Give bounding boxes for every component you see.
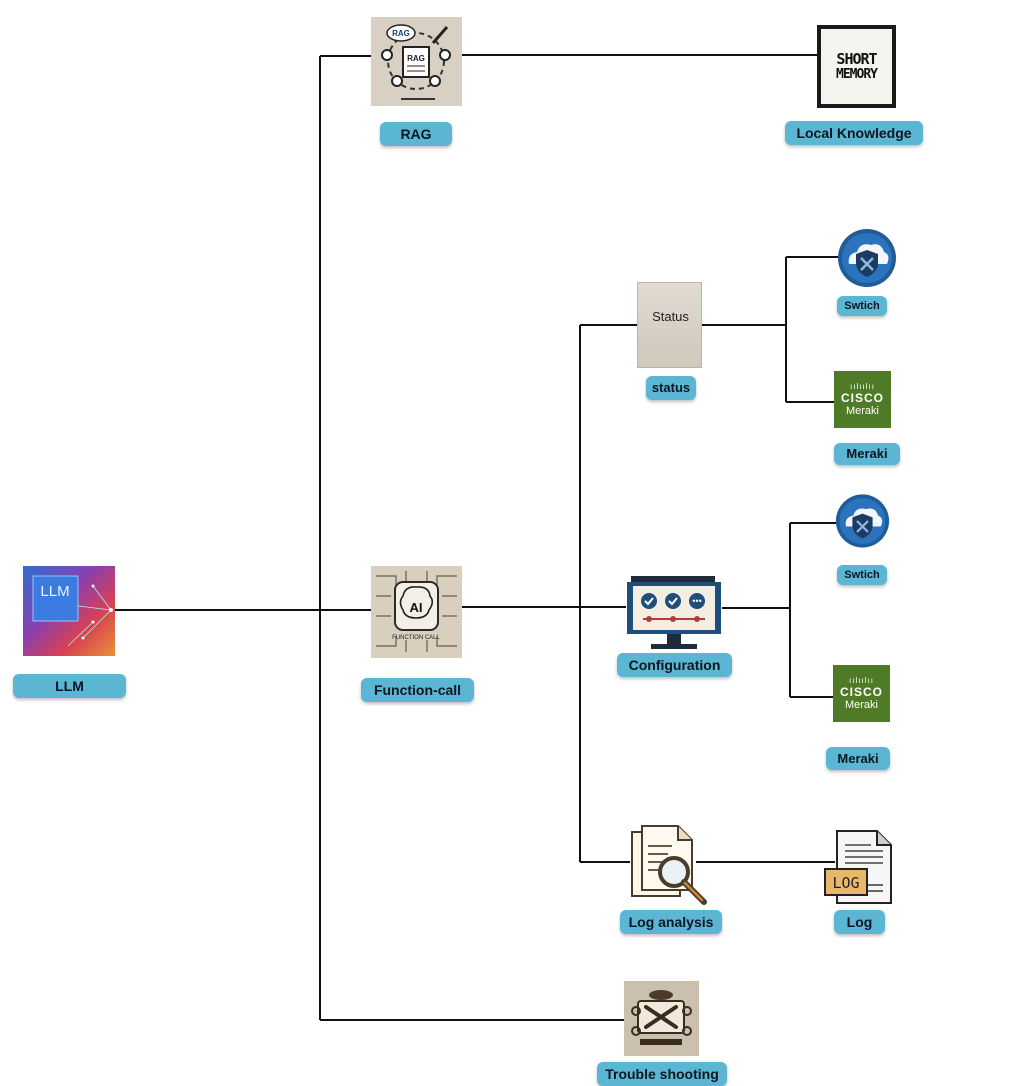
function-call-icon: AI FUNCTION CALL bbox=[371, 566, 462, 658]
status-label: status bbox=[646, 376, 696, 400]
meraki-config-label: Meraki bbox=[826, 747, 890, 770]
rag-icon-text: RAG bbox=[392, 29, 410, 38]
switch-config-label: Swtich bbox=[837, 565, 887, 585]
cisco-meraki-logo: ıılıılıı CISCO Meraki bbox=[833, 665, 890, 722]
meraki-status-brand-text: Meraki bbox=[845, 404, 879, 417]
function-call-caption: FUNCTION CALL bbox=[392, 635, 440, 641]
log-icon-text: LOG bbox=[832, 874, 859, 892]
meraki-config-icon: ıılıılıı CISCO Meraki bbox=[833, 665, 890, 722]
cisco-meraki-logo: ıılıılıı CISCO Meraki bbox=[834, 371, 891, 428]
switch-status-icon bbox=[837, 228, 897, 288]
meraki-config-cisco-text: CISCO bbox=[839, 684, 883, 699]
cisco-bars: ıılıılıı bbox=[850, 381, 875, 391]
log-icon: LOG bbox=[823, 829, 895, 905]
trouble-shooting-label: Trouble shooting bbox=[597, 1062, 727, 1086]
trouble-shooting-icon bbox=[624, 981, 699, 1056]
cloud-shield-icon bbox=[835, 494, 890, 548]
svg-text:•••: ••• bbox=[692, 596, 701, 606]
short-memory-text-1: SHORT bbox=[836, 49, 877, 68]
wrench-tools-icon bbox=[631, 990, 692, 1045]
log-analysis-icon bbox=[628, 824, 710, 906]
switch-config-icon bbox=[835, 493, 890, 549]
cloud-shield-icon bbox=[838, 229, 896, 287]
short-memory-text-2: MEMORY bbox=[836, 66, 878, 82]
ai-brain-circuit-icon: AI FUNCTION CALL bbox=[376, 571, 457, 652]
local-knowledge-icon: SHORT MEMORY bbox=[817, 25, 896, 108]
status-icon: Status bbox=[637, 282, 702, 368]
configuration-icon: ••• bbox=[625, 574, 723, 652]
status-icon-text: Status bbox=[652, 309, 689, 324]
llm-icon: LLM bbox=[23, 566, 115, 656]
rag-document-icon: RAG RAG bbox=[381, 24, 451, 100]
meraki-config-brand-text: Meraki bbox=[844, 698, 878, 711]
meraki-status-cisco-text: CISCO bbox=[840, 390, 884, 405]
log-label: Log bbox=[834, 910, 885, 934]
llm-network-icon: LLM bbox=[32, 575, 113, 647]
function-call-label: Function-call bbox=[361, 678, 474, 702]
configuration-label: Configuration bbox=[617, 653, 732, 677]
llm-label: LLM bbox=[13, 674, 126, 698]
llm-icon-text: LLM bbox=[40, 583, 69, 600]
svg-text:RAG: RAG bbox=[407, 54, 425, 63]
rag-icon: RAG RAG bbox=[371, 17, 462, 106]
document-magnifier-icon bbox=[631, 825, 707, 905]
log-file-icon: LOG bbox=[824, 830, 892, 904]
rag-label: RAG bbox=[380, 122, 452, 146]
function-call-icon-text: AI bbox=[410, 600, 423, 615]
cisco-bars: ıılıılıı bbox=[849, 675, 874, 685]
local-knowledge-label: Local Knowledge bbox=[785, 121, 923, 145]
meraki-status-label: Meraki bbox=[834, 443, 900, 465]
meraki-status-icon: ıılıılıı CISCO Meraki bbox=[834, 371, 891, 428]
monitor-config-icon: ••• bbox=[627, 576, 721, 649]
short-memory-icon: SHORT MEMORY bbox=[821, 29, 892, 104]
log-analysis-label: Log analysis bbox=[620, 910, 722, 934]
status-card-icon: Status bbox=[638, 309, 701, 324]
switch-status-label: Swtich bbox=[837, 296, 887, 316]
